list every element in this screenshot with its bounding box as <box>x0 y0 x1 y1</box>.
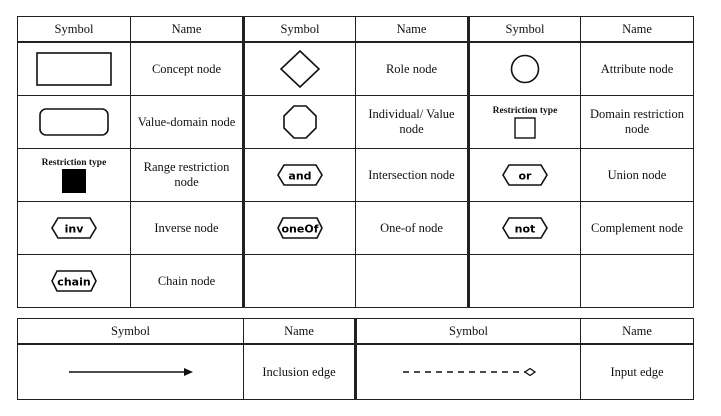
chain-node-icon: chain <box>51 270 97 292</box>
role-node-label: Role node <box>355 41 470 96</box>
individual-value-node-icon <box>283 105 317 139</box>
header-symbol-1: Symbol <box>17 318 244 345</box>
chain-node-label: Chain node <box>130 254 245 308</box>
intersection-node-icon: and <box>277 164 323 186</box>
range-restriction-node-icon <box>62 168 86 193</box>
header-symbol-2: Symbol <box>355 318 581 345</box>
symbol-cell <box>243 95 356 149</box>
inverse-node-label: Inverse node <box>130 201 245 255</box>
symbol-cell <box>17 343 244 400</box>
individual-value-node-label: Individual/ Value node <box>355 95 470 149</box>
symbol-cell <box>468 41 581 96</box>
one-of-node-text: oneOf <box>282 223 319 236</box>
input-edge-icon <box>402 367 536 377</box>
header-symbol-1: Symbol <box>17 16 131 43</box>
empty-cell <box>355 254 470 308</box>
empty-cell <box>243 254 356 308</box>
empty-cell <box>468 254 581 308</box>
symbol-cell: chain <box>17 254 131 308</box>
table-row: Inclusion edge Input edge <box>17 343 694 400</box>
header-symbol-2: Symbol <box>243 16 356 43</box>
domain-restriction-node-label: Domain restriction node <box>580 95 694 149</box>
symbol-cell: oneOf <box>243 201 356 255</box>
header-row: Symbol Name Symbol Name <box>17 318 694 345</box>
symbol-cell: or <box>468 148 581 202</box>
table-row: inv Inverse node oneOf One-of node not C… <box>17 201 694 255</box>
symbol-cell <box>243 41 356 96</box>
symbol-cell: Restriction type <box>17 148 131 202</box>
header-name-1: Name <box>243 318 357 345</box>
empty-cell <box>580 254 694 308</box>
table-row: Value-domain node Individual/ Value node… <box>17 95 694 149</box>
symbol-cell <box>17 41 131 96</box>
complement-node-icon: not <box>502 217 548 239</box>
attribute-node-label: Attribute node <box>580 41 694 96</box>
inclusion-edge-icon <box>68 368 193 376</box>
range-restriction-node-label: Range restriction node <box>130 148 245 202</box>
symbol-cell: and <box>243 148 356 202</box>
concept-node-icon <box>36 52 112 86</box>
one-of-node-icon: oneOf <box>277 217 323 239</box>
node-symbols-table: Symbol Name Symbol Name Symbol Name Conc… <box>17 16 694 308</box>
symbol-cell: not <box>468 201 581 255</box>
domain-restriction-node-icon <box>514 116 536 139</box>
table-row: chain Chain node <box>17 254 694 308</box>
inclusion-edge-label: Inclusion edge <box>243 343 357 400</box>
role-node-icon <box>279 49 321 89</box>
restriction-type-caption: Restriction type <box>41 157 107 168</box>
table-row: Restriction type Range restriction node … <box>17 148 694 202</box>
header-name-2: Name <box>580 318 694 345</box>
intersection-node-text: and <box>288 170 311 183</box>
input-edge-label: Input edge <box>580 343 694 400</box>
value-domain-node-icon <box>39 108 109 136</box>
chain-node-text: chain <box>57 276 90 289</box>
symbol-cell: Restriction type <box>468 95 581 149</box>
header-name-3: Name <box>580 16 694 43</box>
symbol-cell <box>17 95 131 149</box>
header-name-2: Name <box>355 16 470 43</box>
union-node-text: or <box>519 170 533 183</box>
edge-symbols-table: Symbol Name Symbol Name Inclusion edge I… <box>17 318 694 400</box>
one-of-node-label: One-of node <box>355 201 470 255</box>
inverse-node-text: inv <box>65 223 85 236</box>
inverse-node-icon: inv <box>51 217 97 239</box>
union-node-label: Union node <box>580 148 694 202</box>
concept-node-label: Concept node <box>130 41 245 96</box>
complement-node-text: not <box>515 223 536 236</box>
complement-node-label: Complement node <box>580 201 694 255</box>
value-domain-node-label: Value-domain node <box>130 95 245 149</box>
table-row: Concept node Role node Attribute node <box>17 41 694 96</box>
header-name-1: Name <box>130 16 245 43</box>
restriction-type-caption: Restriction type <box>492 105 558 116</box>
intersection-node-label: Intersection node <box>355 148 470 202</box>
header-symbol-3: Symbol <box>468 16 581 43</box>
header-row: Symbol Name Symbol Name Symbol Name <box>17 16 694 43</box>
attribute-node-icon <box>510 54 540 84</box>
union-node-icon: or <box>502 164 548 186</box>
symbol-cell: inv <box>17 201 131 255</box>
symbol-cell <box>355 343 581 400</box>
